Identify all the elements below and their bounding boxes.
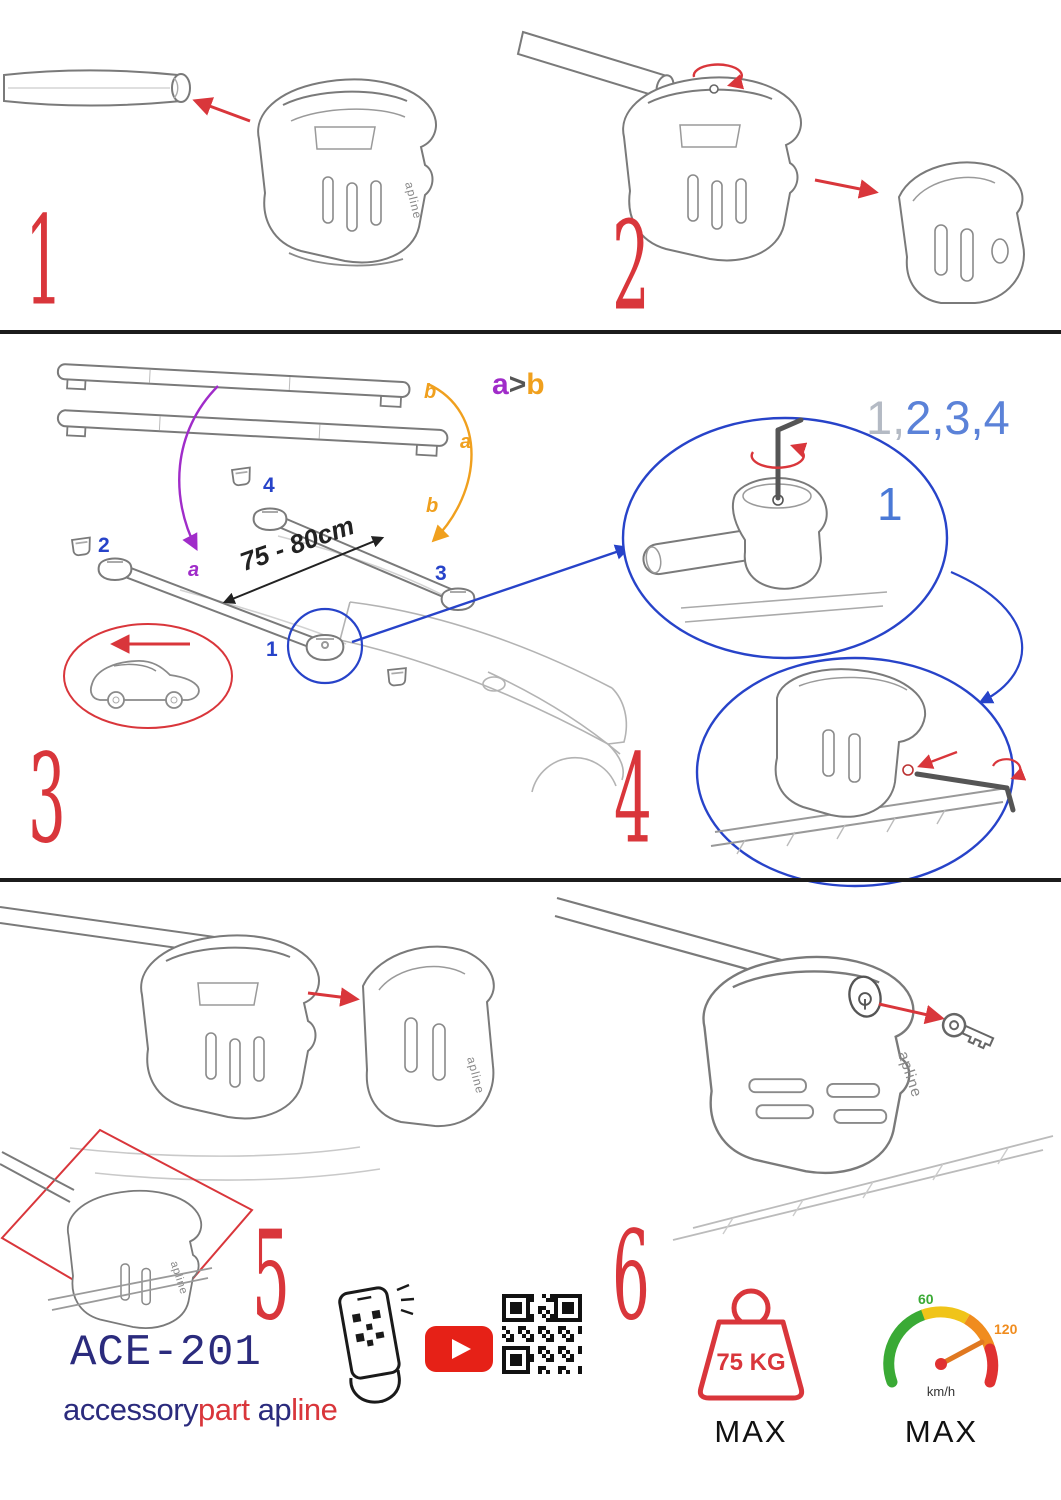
roof-feet bbox=[97, 507, 476, 662]
crossbar-a bbox=[56, 409, 449, 457]
crossbar-stub bbox=[0, 1151, 75, 1203]
attach-arrow bbox=[307, 987, 360, 1007]
product-model: ACE-201 bbox=[70, 1328, 262, 1378]
allen-key-horizontal bbox=[914, 771, 1010, 791]
speed-low: 60 bbox=[918, 1291, 934, 1307]
speed-unit: km/h bbox=[926, 1384, 954, 1399]
speed-max-label: MAX bbox=[904, 1414, 979, 1449]
roof-foot bbox=[140, 934, 320, 1120]
roof-foot: apline bbox=[257, 78, 437, 267]
bar-length-comparison: a>b bbox=[492, 368, 545, 401]
roof-surface-lines bbox=[672, 1135, 1054, 1241]
max-weight-icon: 75 KG bbox=[697, 1288, 805, 1401]
crossbar-end bbox=[3, 69, 191, 107]
step2-cover-onto-foot-illustration bbox=[516, 30, 1025, 304]
step1-crossbar-into-foot-illustration: apline bbox=[3, 69, 437, 267]
qr-code-icon bbox=[502, 1294, 582, 1374]
hand bbox=[349, 1369, 401, 1404]
position-3: 3 bbox=[435, 562, 447, 585]
max-speed-limit: 60 120 km/h MAX bbox=[864, 1282, 1019, 1450]
bar-spacing-arrow bbox=[222, 536, 385, 604]
max-speed-icon: 60 120 km/h bbox=[882, 1291, 1018, 1399]
step4-tightening-callouts: 1 bbox=[621, 416, 1027, 888]
roof-front-bar bbox=[111, 561, 326, 653]
weight-value: 75 KG bbox=[716, 1349, 785, 1376]
section-divider-1 bbox=[0, 330, 1061, 334]
step-3-number: 3 bbox=[28, 727, 66, 872]
callout-step-number: 1 bbox=[877, 478, 903, 530]
step6-lock-with-key-illustration: apline bbox=[554, 896, 1054, 1241]
roof-foot bbox=[622, 63, 802, 262]
weight-max-label: MAX bbox=[714, 1414, 788, 1449]
position-4: 4 bbox=[263, 474, 275, 497]
step-1-number: 1 bbox=[25, 189, 63, 334]
needle bbox=[938, 1339, 984, 1367]
insert-arrow bbox=[192, 97, 251, 123]
step5-cover-attachment-illustration: apline bbox=[0, 906, 495, 1181]
section-divider-2 bbox=[0, 878, 1061, 882]
youtube-play-icon bbox=[425, 1326, 493, 1372]
position-2: 2 bbox=[98, 534, 110, 557]
step5-mounted-foot-inset: apline bbox=[0, 1128, 254, 1329]
step-5-number: 5 bbox=[252, 1204, 290, 1349]
rotate-arrow bbox=[992, 758, 1027, 781]
roof-label-a: a bbox=[188, 559, 199, 581]
roof-foot: apline bbox=[702, 955, 925, 1175]
callout-connector bbox=[950, 570, 1024, 704]
lock-key bbox=[941, 1012, 995, 1050]
speed-high: 120 bbox=[994, 1321, 1018, 1337]
foot-highlight-circle bbox=[286, 607, 364, 685]
tightening-sequence: 1,2,3,4 bbox=[866, 391, 1010, 444]
roof-surface-lines bbox=[69, 1146, 381, 1181]
callout-pointer-arrow bbox=[351, 544, 631, 644]
step-2-number: 2 bbox=[612, 194, 650, 339]
brand-wordmark: accessorypart apline bbox=[63, 1392, 338, 1427]
roof-label-b: b bbox=[426, 495, 438, 517]
step3-roof-placement-illustration: b a 75 - 80cm 2 4 1 3 a b bbox=[56, 363, 628, 793]
rail-lines bbox=[47, 1267, 213, 1311]
tighten-from-side bbox=[710, 668, 1027, 855]
foot-cover bbox=[897, 161, 1025, 304]
insert-arrow bbox=[917, 750, 958, 769]
bar-label-a: a bbox=[460, 431, 471, 453]
phone-qr-scan-icon bbox=[338, 1283, 415, 1404]
bar-a-position-arrow bbox=[178, 385, 219, 551]
step-6-number: 6 bbox=[612, 1204, 650, 1349]
crossbar-b bbox=[56, 363, 411, 408]
foot-cover: apline bbox=[361, 945, 495, 1128]
lock-cylinder bbox=[848, 975, 882, 1018]
rotate-arrow bbox=[692, 63, 745, 90]
clamp-parts bbox=[70, 466, 407, 687]
key-arrow bbox=[878, 1002, 945, 1025]
roof-foot-small: apline bbox=[66, 1190, 203, 1329]
position-1: 1 bbox=[266, 638, 278, 661]
max-weight-limit: 75 KG MAX bbox=[678, 1282, 824, 1450]
rotate-arrow bbox=[750, 442, 808, 469]
car-direction-inset bbox=[63, 623, 233, 729]
bar-b-position-arrow bbox=[427, 382, 473, 543]
step-4-number: 4 bbox=[614, 727, 652, 872]
scan-beams bbox=[396, 1283, 415, 1316]
attach-arrow bbox=[814, 178, 879, 199]
tighten-from-top bbox=[642, 417, 888, 623]
